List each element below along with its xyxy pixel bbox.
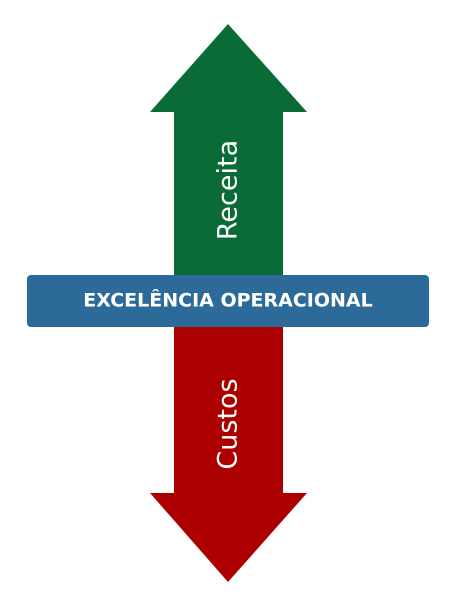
- up-arrow-label: Receita: [213, 140, 244, 240]
- up-arrow: [150, 24, 307, 280]
- banner-label: EXCELÊNCIA OPERACIONAL: [83, 289, 372, 312]
- banner: [27, 275, 429, 327]
- down-arrow-label: Custos: [213, 378, 244, 469]
- down-arrow: [150, 324, 307, 582]
